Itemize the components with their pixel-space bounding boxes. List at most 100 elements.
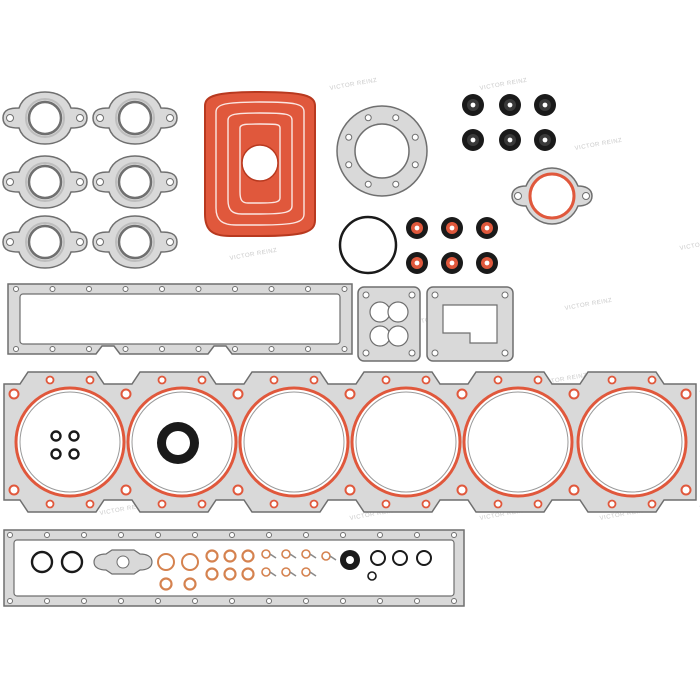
- round-gasket-bolt-hole: [345, 161, 353, 169]
- small-parts: [30, 549, 432, 591]
- manifold-gasket-bore: [27, 164, 63, 200]
- exhaust-manifold-gasket: [92, 215, 178, 269]
- frame-gasket-hole-bl: [431, 349, 439, 357]
- head-gasket-bore-liner: [131, 391, 233, 493]
- washer-icon: [183, 577, 197, 591]
- o-ring-icon: [30, 550, 54, 574]
- head-bolt-hole: [680, 388, 692, 400]
- head-gasket-bore-liner: [243, 391, 345, 493]
- frame-gasket-hole-br: [501, 349, 509, 357]
- square-gasket-port-3: [369, 325, 391, 347]
- thermostat-gasket-hole-right: [582, 192, 590, 200]
- lower-bolt-hole: [81, 598, 87, 604]
- washer-icon: [205, 567, 219, 581]
- washer-icon: [68, 448, 80, 460]
- manifold-gasket-hole-right: [76, 178, 84, 186]
- banjo-bolt-tab: [329, 555, 337, 561]
- head-water-hole: [45, 375, 55, 385]
- manifold-gasket-bore: [117, 164, 153, 200]
- lower-bolt-hole: [266, 598, 272, 604]
- o-ring-icon: [181, 553, 199, 571]
- head-gasket-small-washers: [50, 430, 80, 460]
- round-flat-gasket: [336, 105, 428, 197]
- exhaust-manifold-gasket: [2, 215, 88, 269]
- head-water-hole: [381, 499, 391, 509]
- thermostat-gasket: [511, 167, 593, 225]
- head-gasket-bolt-holes: [8, 375, 692, 509]
- head-gasket-bore-liner: [467, 391, 569, 493]
- head-gasket-bore-liner: [19, 391, 121, 493]
- manifold-gasket-bore: [117, 224, 153, 260]
- manifold-gasket-bead: [115, 98, 155, 138]
- head-water-hole: [607, 375, 617, 385]
- manifold-gasket-hole-left: [6, 238, 14, 246]
- valve-stem-seal: [476, 252, 498, 274]
- washer-icon: [50, 448, 62, 460]
- strip-bolt-hole: [49, 346, 56, 352]
- head-water-hole: [533, 375, 543, 385]
- valve-stem-seal: [476, 217, 498, 239]
- head-bolt-hole: [120, 484, 132, 496]
- strip-bolt-hole: [122, 346, 129, 352]
- strip-bolt-hole: [268, 286, 275, 292]
- washer-icon: [241, 567, 255, 581]
- head-water-hole: [269, 375, 279, 385]
- head-bolt-hole: [344, 484, 356, 496]
- lower-bolt-hole: [303, 532, 309, 538]
- head-water-hole: [309, 499, 319, 509]
- round-gasket-bolt-holes: [345, 114, 419, 188]
- head-water-hole: [157, 499, 167, 509]
- head-water-hole: [493, 499, 503, 509]
- head-water-hole: [493, 375, 503, 385]
- banjo-bolt-tab: [289, 571, 297, 577]
- lower-bolt-hole: [7, 598, 13, 604]
- manifold-gasket-hole-left: [6, 178, 14, 186]
- cord-coil-ring-1: [215, 101, 305, 226]
- strip-bolt-hole: [232, 346, 238, 352]
- head-bolt-hole: [680, 484, 692, 496]
- valve-seal-hole: [507, 137, 513, 143]
- valve-stem-seal: [462, 129, 484, 151]
- strip-bolt-hole: [13, 346, 19, 352]
- strip-bolt-hole: [122, 286, 129, 292]
- strip-bolt-hole: [195, 346, 202, 352]
- strip-bolt-hole: [341, 286, 348, 292]
- valve-stem-seal: [534, 129, 556, 151]
- o-ring-icon: [370, 550, 386, 566]
- strip-bolt-hole: [86, 286, 92, 292]
- round-gasket-bolt-hole: [411, 161, 419, 169]
- square-gasket-hole-br: [408, 349, 416, 357]
- lower-bolt-hole: [155, 598, 161, 604]
- round-gasket-bolt-hole: [411, 133, 419, 141]
- head-water-hole: [309, 375, 319, 385]
- exhaust-manifold-gasket: [92, 91, 178, 145]
- shaft-seal-inner: [346, 556, 354, 564]
- strip-bolt-hole: [86, 346, 92, 352]
- head-bolt-hole: [120, 388, 132, 400]
- head-water-hole: [421, 375, 431, 385]
- head-water-hole: [381, 375, 391, 385]
- head-bolt-hole: [232, 388, 244, 400]
- valve-stem-seal: [462, 94, 484, 116]
- strip-bolt-hole: [159, 346, 165, 352]
- lower-bolt-hole: [340, 532, 346, 538]
- head-water-hole: [85, 499, 95, 509]
- o-ring-icon: [157, 553, 175, 571]
- head-gasket-bore-liner: [581, 391, 683, 493]
- head-gasket-bore: [350, 386, 462, 498]
- valve-seal-hole: [484, 225, 490, 231]
- shaft-seal-inner: [166, 431, 190, 455]
- lower-bolt-hole: [192, 598, 198, 604]
- intake-gasket-strip: [7, 283, 353, 355]
- banjo-bolt-tab: [269, 571, 277, 577]
- lower-bolt-hole: [7, 532, 13, 538]
- head-bolt-hole: [232, 484, 244, 496]
- head-water-hole: [85, 375, 95, 385]
- round-gasket-bore: [354, 123, 410, 179]
- head-gasket-bore: [576, 386, 688, 498]
- turbo-gasket-frame: [426, 286, 514, 362]
- silicone-sealing-cord: [204, 90, 316, 237]
- valve-stem-seal: [406, 217, 428, 239]
- valve-seal-hole: [414, 260, 420, 266]
